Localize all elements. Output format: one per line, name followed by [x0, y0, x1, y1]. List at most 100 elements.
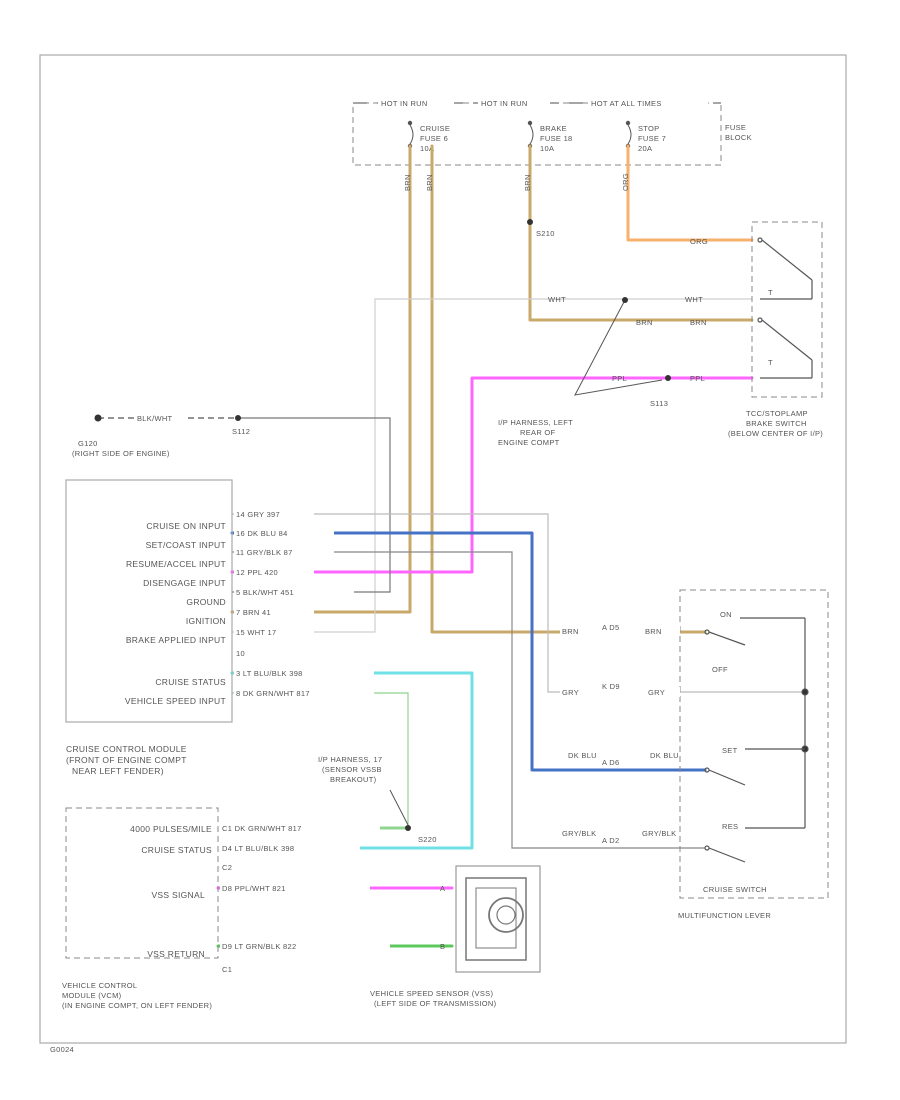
svg-text:SET/COAST INPUT: SET/COAST INPUT [146, 540, 226, 550]
blk-wht-wire-ground [232, 417, 391, 593]
svg-text:15 WHT 17: 15 WHT 17 [236, 628, 277, 637]
svg-text:CRUISE ON INPUT: CRUISE ON INPUT [146, 521, 226, 531]
cruise-module-pins: 14 GRY 397 16 DK BLU 84 11 GRY/BLK 87 12… [234, 510, 374, 698]
fuse-6: CRUISE FUSE 6 10A [407, 120, 450, 153]
svg-text:BREAKOUT): BREAKOUT) [330, 775, 377, 784]
svg-text:3 LT BLU/BLK 398: 3 LT BLU/BLK 398 [236, 669, 303, 678]
vcm-caption-2: MODULE (VCM) [62, 991, 122, 1000]
svg-text:WHT: WHT [548, 295, 566, 304]
ground-g120: G120 [78, 439, 98, 448]
svg-text:BRN: BRN [690, 318, 707, 327]
position-on: ON [720, 610, 732, 619]
svg-text:BRN: BRN [562, 627, 579, 636]
svg-text:A D6: A D6 [602, 758, 619, 767]
svg-text:8 DK GRN/WHT 817: 8 DK GRN/WHT 817 [236, 689, 310, 698]
vss-caption-2: (LEFT SIDE OF TRANSMISSION) [374, 999, 497, 1008]
svg-text:PPL: PPL [690, 374, 705, 383]
brake-switch-caption-1: TCC/STOPLAMP [746, 409, 808, 418]
brake-switch-caption-2: BRAKE SWITCH [746, 419, 807, 428]
svg-text:(SENSOR VSSB: (SENSOR VSSB [322, 765, 382, 774]
svg-text:REAR OF: REAR OF [520, 428, 556, 437]
svg-text:FUSE 6: FUSE 6 [420, 134, 448, 143]
svg-text:12 PPL 420: 12 PPL 420 [236, 568, 278, 577]
svg-text:PPL: PPL [612, 374, 627, 383]
svg-text:STOP: STOP [638, 124, 659, 133]
svg-text:20A: 20A [638, 144, 652, 153]
svg-text:BRN: BRN [425, 174, 434, 191]
cruise-control-module [65, 479, 233, 723]
svg-text:D4 LT BLU/BLK 398: D4 LT BLU/BLK 398 [222, 844, 294, 853]
svg-text:B: B [440, 942, 445, 951]
cruise-switch-label: CRUISE SWITCH [703, 885, 767, 894]
svg-text:CRUISE STATUS: CRUISE STATUS [155, 677, 226, 687]
svg-text:ORG: ORG [690, 237, 708, 246]
svg-text:GRY: GRY [562, 688, 579, 697]
ppl-wire-disengage [230, 376, 754, 574]
fuse-block-label-1: FUSE [725, 123, 746, 132]
fuse-block-label-2: BLOCK [725, 133, 752, 142]
svg-text:4000 PULSES/MILE: 4000 PULSES/MILE [130, 824, 212, 834]
svg-text:GRY: GRY [648, 688, 665, 697]
svg-text:VSS RETURN: VSS RETURN [147, 949, 205, 959]
hot-in-run-label-2: HOT IN RUN [481, 99, 528, 108]
ground-location: (RIGHT SIDE OF ENGINE) [72, 449, 170, 458]
svg-text:BRN: BRN [403, 174, 412, 191]
multifunction-lever-caption: MULTIFUNCTION LEVER [678, 911, 771, 920]
splice-s220: S220 [418, 835, 437, 844]
svg-text:RESUME/ACCEL INPUT: RESUME/ACCEL INPUT [126, 559, 226, 569]
svg-text:A D5: A D5 [602, 623, 619, 632]
svg-text:GRY/BLK: GRY/BLK [642, 829, 676, 838]
diagram-frame [39, 54, 847, 1044]
fuse-18: BRAKE FUSE 18 10A [527, 120, 573, 153]
svg-text:DK BLU: DK BLU [650, 751, 679, 760]
svg-text:14 GRY 397: 14 GRY 397 [236, 510, 280, 519]
svg-text:VSS SIGNAL: VSS SIGNAL [151, 890, 205, 900]
position-off: OFF [712, 665, 728, 674]
multifunction-lever-outline [679, 589, 829, 899]
svg-text:D8 PPL/WHT 821: D8 PPL/WHT 821 [222, 884, 286, 893]
svg-text:BRN: BRN [636, 318, 653, 327]
vss-caption-1: VEHICLE SPEED SENSOR (VSS) [370, 989, 493, 998]
vehicle-speed-sensor [455, 865, 541, 973]
splice-s210: S210 [536, 229, 555, 238]
brn-wire-brake [528, 144, 754, 322]
splice-s112: S112 [232, 427, 250, 436]
svg-text:DK BLU: DK BLU [568, 751, 597, 760]
footer-code: G0024 [50, 1045, 74, 1054]
svg-text:C1: C1 [222, 965, 232, 974]
multifunction-wire-labels: BRN A D5 BRN GRY K D9 GRY DK BLU A D6 DK… [560, 623, 680, 845]
svg-text:IGNITION: IGNITION [186, 616, 226, 626]
svg-text:FUSE 18: FUSE 18 [540, 134, 573, 143]
svg-text:BRAKE APPLIED INPUT: BRAKE APPLIED INPUT [126, 635, 226, 645]
svg-text:A D2: A D2 [602, 836, 619, 845]
svg-text:I/P HARNESS, LEFT: I/P HARNESS, LEFT [498, 418, 573, 427]
svg-text:C1 DK GRN/WHT 817: C1 DK GRN/WHT 817 [222, 824, 302, 833]
svg-text:BRAKE: BRAKE [540, 124, 567, 133]
vcm-pins: C1 DK GRN/WHT 817 D4 LT BLU/BLK 398 D8 P… [220, 824, 390, 974]
svg-text:FUSE 7: FUSE 7 [638, 134, 666, 143]
hot-at-all-times-label: HOT AT ALL TIMES [591, 99, 662, 108]
vcm-inputs: 4000 PULSES/MILE CRUISE STATUS VSS SIGNA… [130, 824, 212, 959]
brn-wire-ignition [230, 144, 412, 614]
cruise-module-caption-1: CRUISE CONTROL MODULE [66, 744, 187, 754]
wht-wire-brake-applied [232, 298, 752, 633]
svg-text:T: T [768, 288, 773, 297]
cruise-module-caption-2: (FRONT OF ENGINE COMPT [66, 755, 187, 765]
vcm-caption-1: VEHICLE CONTROL [62, 981, 137, 990]
svg-text:11 GRY/BLK 87: 11 GRY/BLK 87 [236, 548, 293, 557]
svg-text:I/P HARNESS, 17: I/P HARNESS, 17 [318, 755, 382, 764]
gry-blk-wire-resume [232, 551, 705, 849]
svg-text:BRN: BRN [645, 627, 662, 636]
brake-switch-caption-3: (BELOW CENTER OF I/P) [728, 429, 823, 438]
svg-text:BRN: BRN [523, 174, 532, 191]
svg-text:K D9: K D9 [602, 682, 620, 691]
dk-blu-wire-set-coast [230, 531, 707, 772]
vcm-outline [65, 807, 219, 959]
svg-text:CRUISE: CRUISE [420, 124, 450, 133]
svg-text:10A: 10A [540, 144, 554, 153]
svg-text:C2: C2 [222, 863, 232, 872]
svg-text:ORG: ORG [621, 173, 630, 191]
svg-text:BLK/WHT: BLK/WHT [137, 414, 173, 423]
svg-text:D9 LT GRN/BLK 822: D9 LT GRN/BLK 822 [222, 942, 296, 951]
